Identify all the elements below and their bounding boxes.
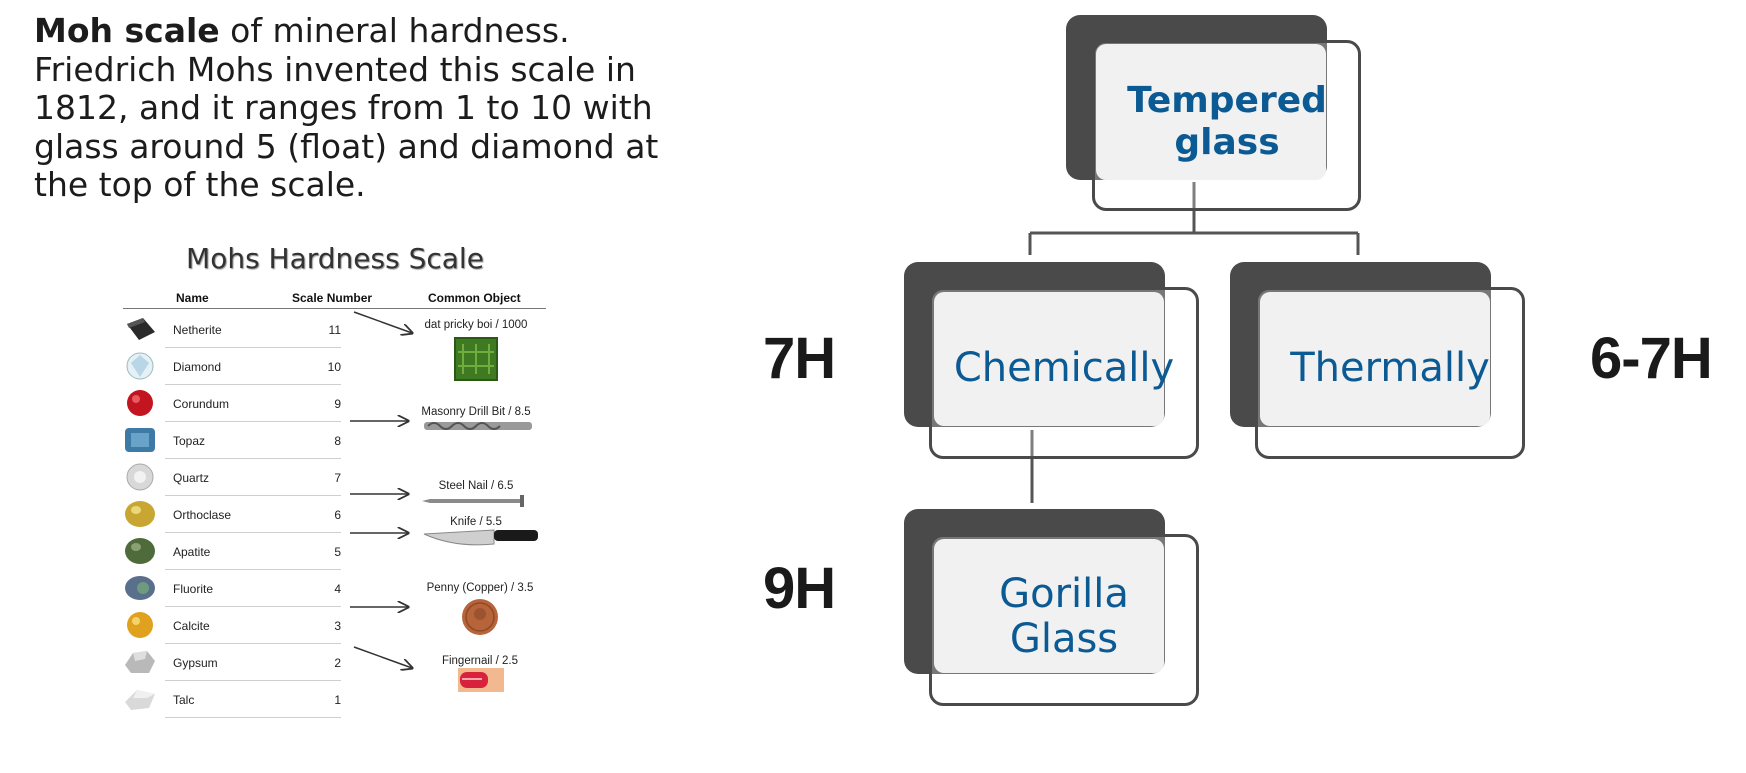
mineral-name: Orthoclase	[173, 508, 232, 522]
mineral-name: Apatite	[173, 545, 211, 559]
topaz-icon	[125, 428, 155, 452]
row-divider	[165, 495, 341, 496]
thermally-node	[1255, 287, 1525, 459]
mineral-name: Talc	[173, 693, 195, 707]
scale-number: 8	[334, 434, 341, 448]
gorilla-label-line2: Glass	[1009, 616, 1119, 662]
gypsum-icon	[125, 651, 155, 673]
row-divider	[165, 606, 341, 607]
table-row: Orthoclase 6	[123, 496, 341, 533]
fluorite-icon	[125, 576, 155, 600]
table-row: Apatite 5	[123, 533, 341, 570]
row-divider	[165, 643, 341, 644]
knife-icon	[423, 529, 538, 546]
row-divider	[165, 458, 341, 459]
mineral-name: Netherite	[173, 323, 222, 337]
scale-number: 5	[334, 545, 341, 559]
header-rule	[123, 308, 546, 309]
diamond-icon	[126, 352, 154, 380]
scale-number: 1	[334, 693, 341, 707]
object-label: Penny (Copper) / 3.5	[426, 582, 534, 594]
orthoclase-icon	[125, 501, 155, 527]
arrow-netherite	[353, 311, 412, 333]
calcite-icon	[127, 612, 153, 638]
chemically-node	[929, 287, 1199, 459]
gorilla-fill	[934, 539, 1164, 673]
cactus-block-icon	[454, 337, 498, 381]
quartz-icon	[126, 463, 154, 491]
intro-text: of mineral hardness. Friedrich Mohs inve…	[34, 11, 659, 204]
scale-number: 3	[334, 619, 341, 633]
hardness-chemically: 7H	[763, 326, 836, 391]
mineral-name: Fluorite	[173, 582, 214, 596]
scale-number: 2	[334, 656, 341, 670]
scale-number: 6	[334, 508, 341, 522]
root-fill	[1096, 44, 1326, 180]
row-divider	[165, 384, 341, 385]
object-label: Masonry Drill Bit / 8.5	[421, 406, 531, 418]
mineral-name: Quartz	[173, 471, 210, 485]
intro-paragraph: Moh scale of mineral hardness. Friedrich…	[34, 11, 714, 205]
hardness-gorilla: 9H	[763, 556, 836, 621]
table-row: Diamond 10	[123, 348, 341, 385]
steel-nail-icon	[422, 495, 524, 507]
row-divider	[165, 347, 341, 348]
mineral-name: Gypsum	[173, 656, 218, 670]
arrow-fingernail	[353, 646, 412, 668]
chemically-label: Chemically	[953, 345, 1175, 391]
hardness-thermally: 6-7H	[1590, 326, 1713, 391]
row-divider	[165, 680, 341, 681]
row-divider	[165, 532, 341, 533]
object-label: Knife / 5.5	[450, 516, 502, 528]
object-label: dat pricky boi / 1000	[424, 319, 528, 331]
table-row: Gypsum 2	[123, 644, 341, 681]
mineral-name: Topaz	[173, 434, 206, 448]
tempered-label-line2: glass	[1174, 122, 1280, 163]
row-divider	[165, 421, 341, 422]
tempered-glass-label: Tempered glass	[1102, 80, 1352, 164]
scale-number: 9	[334, 397, 341, 411]
scale-number: 7	[334, 471, 341, 485]
drill-bit-icon	[424, 422, 532, 430]
object-label: Fingernail / 2.5	[441, 655, 519, 667]
row-divider	[165, 717, 341, 718]
fingernail-icon	[458, 668, 504, 692]
gorilla-glass-node	[929, 534, 1199, 706]
gorilla-glass-label: Gorilla Glass	[939, 572, 1189, 662]
scale-number: 4	[334, 582, 341, 596]
penny-icon	[462, 599, 498, 635]
object-label: Steel Nail / 6.5	[438, 480, 514, 492]
table-row: Topaz 8	[123, 422, 341, 459]
table-row: Talc 1	[123, 681, 341, 718]
netherite-icon	[127, 318, 155, 340]
column-header-object: Common Object	[428, 291, 521, 305]
apatite-icon	[125, 538, 155, 564]
chemically-fill	[934, 292, 1164, 426]
scale-number: 11	[328, 323, 341, 337]
scale-number: 10	[327, 360, 341, 374]
corundum-icon	[127, 390, 153, 416]
tempered-glass-node	[1092, 40, 1361, 211]
row-divider	[165, 569, 341, 570]
table-row: Fluorite 4	[123, 570, 341, 607]
gorilla-label-line1: Gorilla	[999, 571, 1129, 617]
thermally-fill	[1260, 292, 1490, 426]
mineral-name: Corundum	[173, 397, 230, 411]
thermally-label: Thermally	[1290, 345, 1490, 391]
column-header-scale: Scale Number	[292, 291, 373, 305]
column-header-name: Name	[176, 291, 209, 305]
intro-bold: Moh scale	[34, 11, 220, 50]
talc-icon	[125, 690, 155, 710]
mohs-table-title: Mohs Hardness Scale	[186, 242, 484, 275]
mineral-name: Diamond	[173, 360, 222, 374]
mineral-name: Calcite	[173, 619, 210, 633]
table-row: Netherite 11	[123, 311, 341, 348]
tempered-label-line1: Tempered	[1127, 80, 1327, 121]
table-row: Quartz 7	[123, 459, 341, 496]
table-row: Calcite 3	[123, 607, 341, 644]
table-row: Corundum 9	[123, 385, 341, 422]
